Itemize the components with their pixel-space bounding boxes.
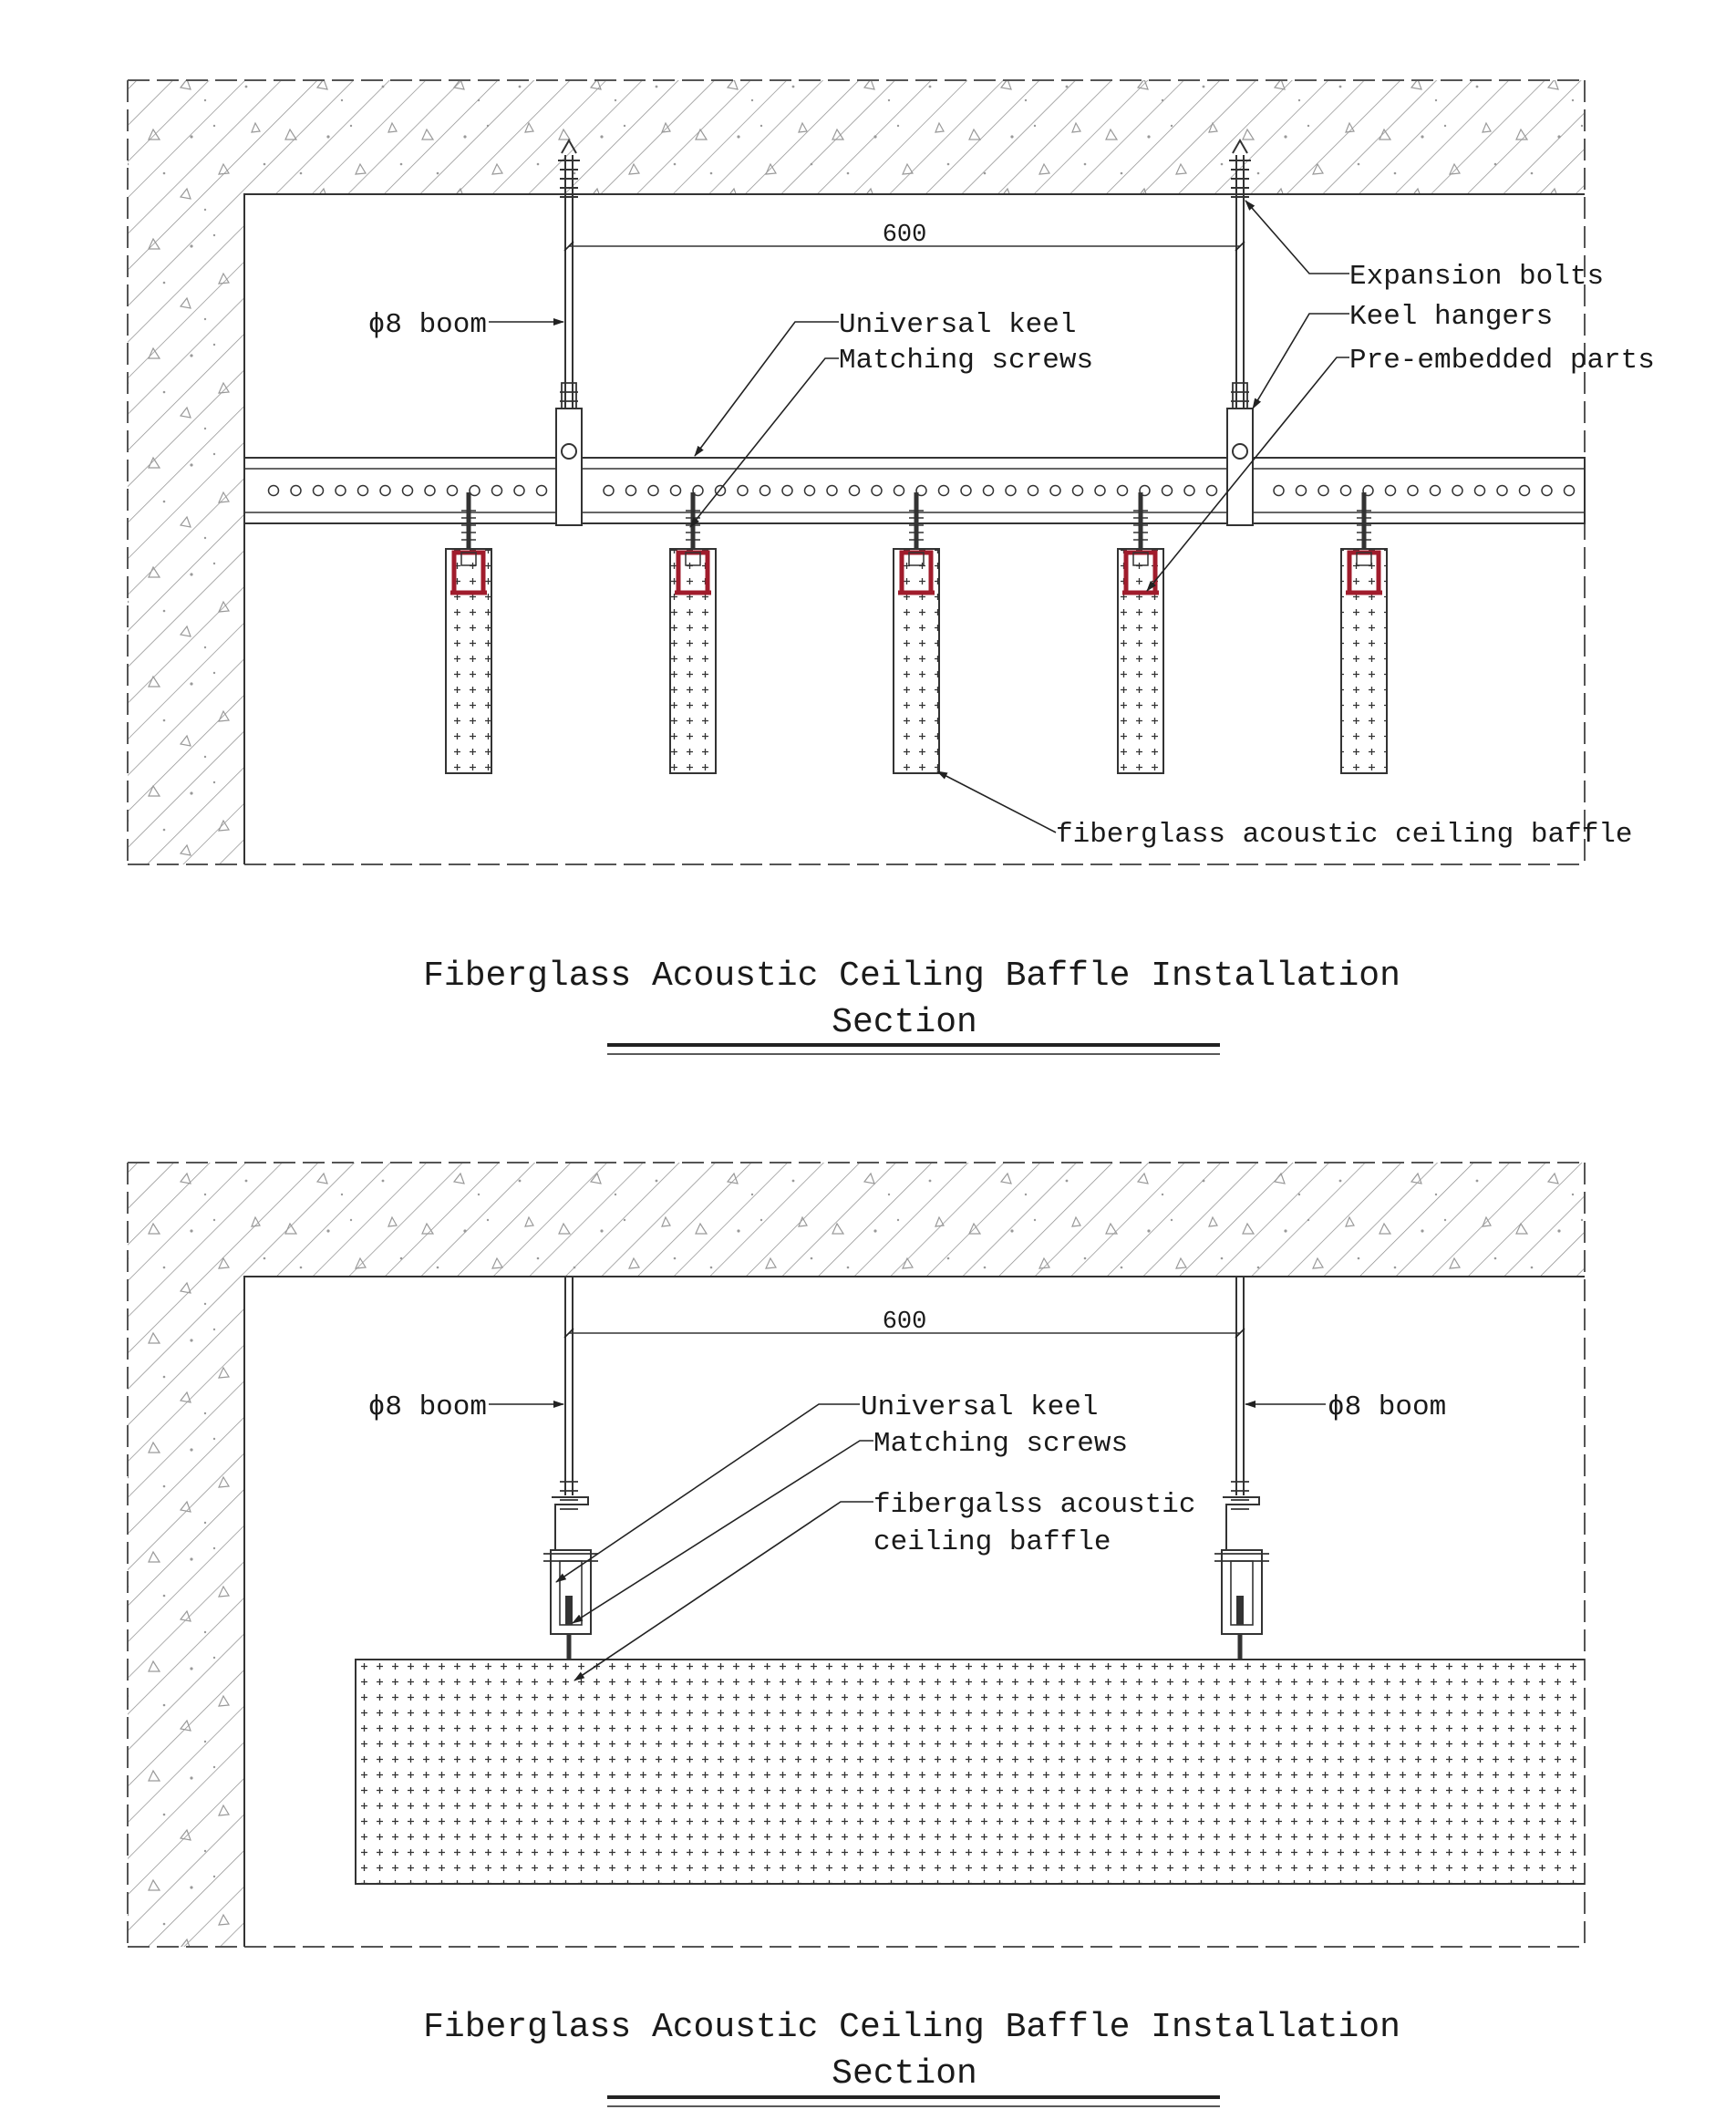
keel-hole [1452,484,1463,497]
keel-holes [267,484,1576,497]
matching-screws-label: Matching screws [873,1428,1128,1460]
boom-right-bottom [1214,1277,1269,1660]
baffle-unit [669,492,717,774]
dimension-600-bottom: 600 [563,1308,1245,1339]
keel-hole [871,484,883,497]
keel-hole [915,484,927,497]
baffle-unit [445,492,492,774]
section-bottom: 600 ϕ8 boom ϕ8 boom Universal keel Match… [127,1162,1586,2107]
keel-hole [803,484,816,497]
baffle-label: fiberglass acoustic ceiling baffle [1056,819,1633,851]
keel-hole [737,484,749,497]
keel-hole [335,484,346,497]
keel-hole [1518,484,1531,497]
section-title-line2: Section [832,2054,977,2094]
keel-hole [1496,484,1508,497]
boom-left-label: ϕ8 boom [368,1391,487,1423]
section-top: 600 ϕ8 boom Universal keel Matching scre… [127,79,1655,1055]
section-title-line1: Fiberglass Acoustic Ceiling Baffle Insta… [423,2008,1400,2047]
section-title-line1: Fiberglass Acoustic Ceiling Baffle Insta… [423,957,1400,996]
keel-hole [469,484,480,497]
baffle-unit [1117,492,1164,774]
keel-hole [1273,484,1285,497]
keel-hole [1318,484,1329,497]
keel-hole [960,484,972,497]
keel-hole [312,484,325,497]
keel-hole [669,484,682,497]
dimension-label: 600 [883,222,927,249]
keel-hole [625,484,637,497]
keel-hole [1205,484,1218,497]
pre-embedded-parts-label: Pre-embedded parts [1349,345,1655,377]
keel-hole [1049,484,1061,497]
universal-keel-label: Universal keel [861,1391,1098,1423]
boom-right-top [1226,138,1254,526]
keel-hole [893,484,905,497]
leaders-top [489,200,1349,833]
keel-hole [1005,484,1017,497]
keel-hole [937,484,950,497]
keel-hole [826,484,838,497]
baffle-unit [893,492,940,774]
keel-hole [401,484,414,497]
baffle-row-top [445,492,1388,774]
boom-right-label: ϕ8 boom [1328,1391,1446,1423]
keel-hole [647,484,659,497]
keel-hole [848,484,861,497]
matching-screws-label: Matching screws [839,345,1093,377]
dimension-600-top: 600 [563,222,1245,252]
keel-hole [535,484,548,497]
labels-top: ϕ8 boom Universal keel Matching screws E… [368,261,1655,851]
keel-hole [491,484,503,497]
keel-hole [424,484,436,497]
expansion-bolts-label: Expansion bolts [1349,261,1604,293]
keel-hole [1295,484,1307,497]
section-title-bottom: Fiberglass Acoustic Ceiling Baffle Insta… [423,2008,1400,2107]
keel-hangers-label: Keel hangers [1349,301,1553,333]
baffle-label-line1: fibergalss acoustic [873,1489,1195,1521]
keel-hole [1563,484,1576,497]
keel-hole [1339,484,1352,497]
keel-hole [1384,484,1397,497]
keel-hole [446,484,459,497]
keel-hole [982,484,995,497]
keel-hole [1429,484,1442,497]
labels-bottom: ϕ8 boom ϕ8 boom Universal keel Matching … [368,1391,1446,1558]
keel-hole [1116,484,1129,497]
boom-left-top [555,138,583,526]
boom-label: ϕ8 boom [368,309,487,341]
keel-hole [1027,484,1039,497]
boom-left-bottom [543,1277,598,1660]
section-title-top: Fiberglass Acoustic Ceiling Baffle Insta… [423,957,1400,1055]
keel-hole [379,484,391,497]
leaders-bottom [489,1401,1326,1681]
baffle-unit [1340,492,1388,774]
keel-hole [692,484,704,497]
concrete-slab-top [127,79,1586,865]
keel-hole [513,484,525,497]
keel-hole [1183,484,1195,497]
keel-hole [1473,484,1486,497]
keel-hole [603,484,615,497]
keel-hole [759,484,771,497]
long-baffle [355,1659,1585,1885]
universal-keel-label: Universal keel [839,309,1076,341]
baffle-label-line2: ceiling baffle [873,1526,1111,1558]
keel-hole [781,484,793,497]
keel-hole [1541,484,1553,497]
keel-hole [1071,484,1084,497]
keel-hole [267,484,280,497]
keel-hole [1407,484,1419,497]
keel-hole [1161,484,1173,497]
section-title-line2: Section [832,1003,977,1042]
keel-hole [1094,484,1106,497]
dimension-label: 600 [883,1308,927,1336]
keel-hole [356,484,369,497]
keel-hole [290,484,302,497]
